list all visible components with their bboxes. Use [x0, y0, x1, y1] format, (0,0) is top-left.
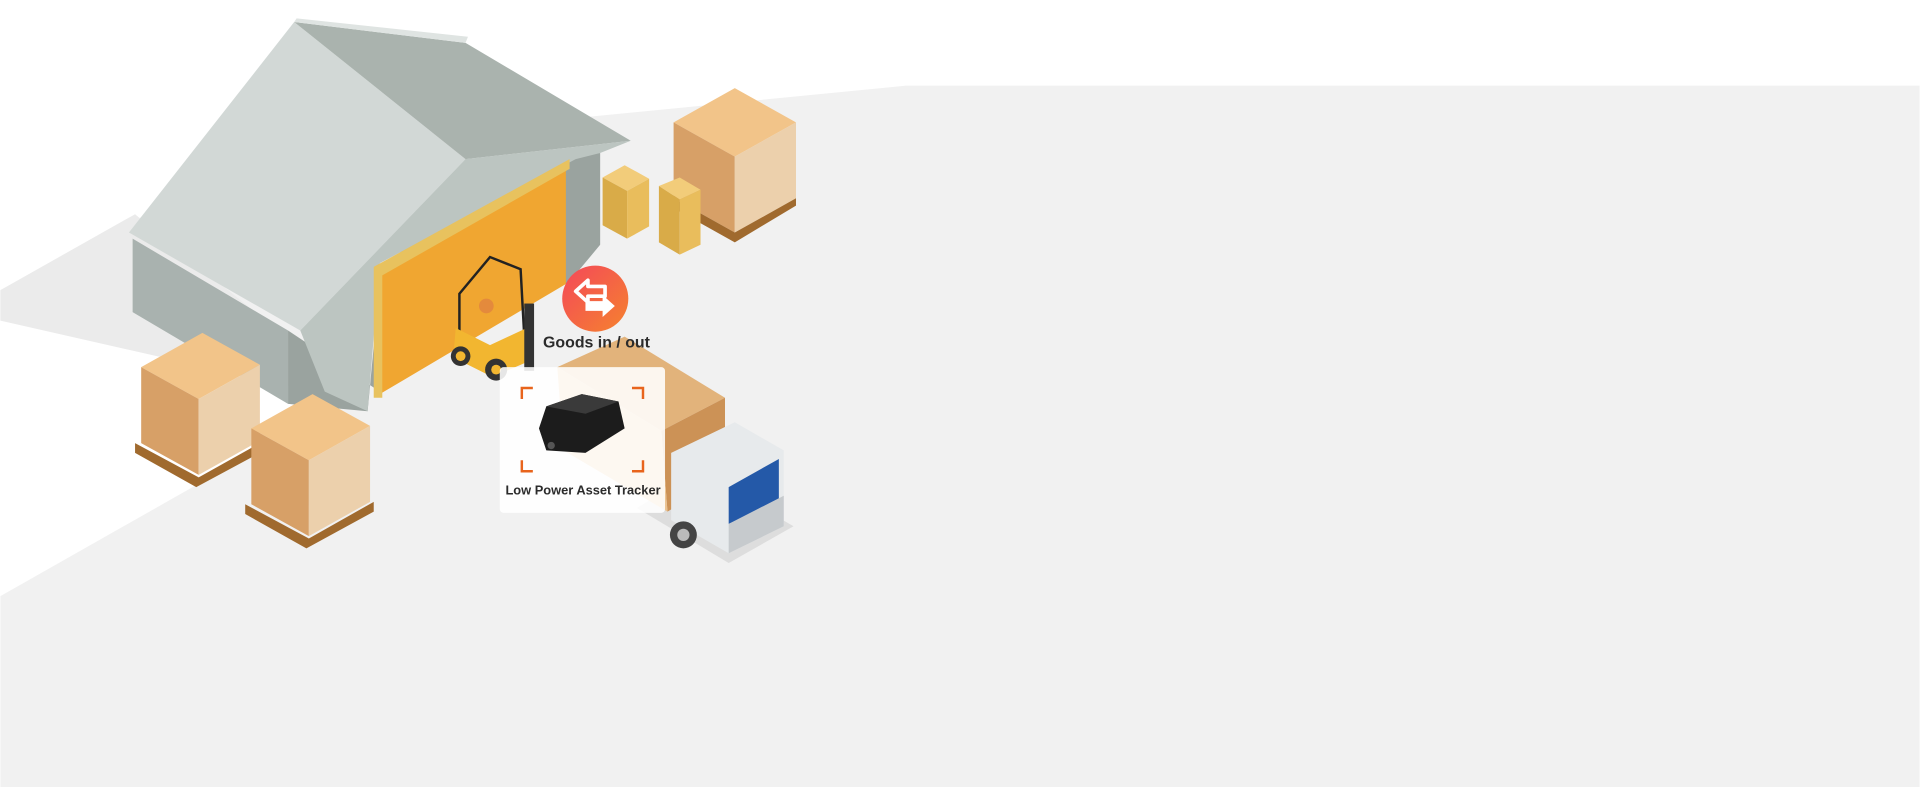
goods-in-out-hotspot[interactable]: Goods in / out — [543, 265, 651, 352]
goods-in-out-label: Goods in / out — [543, 335, 651, 352]
pallet-stack-left — [135, 332, 260, 488]
product-card[interactable]: Low Power Asset Tracker — [499, 367, 666, 513]
loading-door — [379, 165, 566, 395]
product-card-label: Low Power Asset Tracker — [505, 482, 660, 497]
pallet-stack-front — [245, 394, 374, 549]
small-boxes — [602, 165, 701, 255]
warehouse — [128, 18, 631, 412]
swap-arrows-icon — [562, 265, 629, 332]
forklift — [450, 255, 535, 381]
pallet-stack-back — [673, 88, 796, 243]
asset-tracker-device-icon — [538, 394, 625, 453]
focus-frame-icon — [520, 386, 645, 473]
